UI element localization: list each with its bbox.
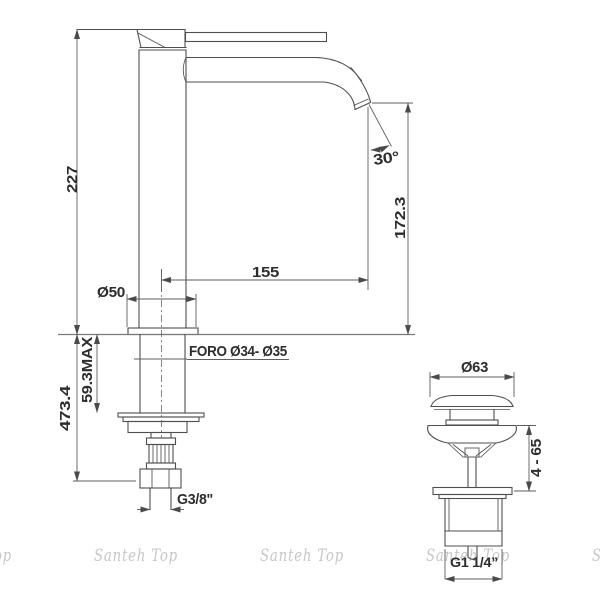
- dim-label-d50: Ø50: [97, 284, 125, 301]
- dim-label-59-3-max: 59.3MAX: [79, 337, 96, 403]
- dim-label-30deg: 30°: [372, 148, 400, 169]
- dimension-base-diameter: Ø50: [97, 284, 197, 327]
- dim-label-155: 155: [252, 264, 279, 281]
- watermark-row: Santeh Top Santeh Top Santeh Top Santeh …: [0, 546, 600, 566]
- watermark-text: Santeh Top: [592, 546, 600, 566]
- watermark-text: Santeh Top: [0, 546, 12, 566]
- watermark-text: Santeh Top: [260, 546, 344, 566]
- dimension-overall-473: 473.4: [57, 334, 136, 482]
- spout-aerator-face: [354, 101, 372, 111]
- faucet-tailpiece: [117, 270, 205, 511]
- faucet-lever-handle: [184, 31, 328, 43]
- dimension-spout-reach: 155: [161, 107, 369, 292]
- faucet-dimensions: 227 473.4 59.3MAX Ø50 155: [57, 29, 413, 513]
- note-mounting-hole: FORO Ø34- Ø35: [134, 343, 289, 360]
- mounting-nut: [127, 420, 188, 434]
- dim-label-4-65: 4 - 65: [528, 439, 545, 477]
- dim-label-d63: Ø63: [461, 359, 488, 376]
- drain-neck: [445, 408, 499, 426]
- dim-label-227: 227: [64, 166, 81, 193]
- drain-cap: [430, 394, 514, 410]
- faucet-body: [127, 49, 199, 336]
- faucet-base-flange: [127, 327, 199, 336]
- watermark-text: Santeh Top: [94, 546, 178, 566]
- dim-label-g38: G3/8": [177, 491, 213, 508]
- dimension-outlet-height: 172.3: [372, 102, 413, 335]
- dim-label-172-3: 172.3: [392, 197, 409, 239]
- dim-label-foro: FORO Ø34- Ø35: [189, 343, 287, 360]
- faucet-spout: [182, 56, 372, 111]
- drain-seal-cone: [447, 442, 497, 458]
- drain-seat: [427, 424, 517, 458]
- dimension-outlet-thread: G1 1/4”: [444, 549, 503, 582]
- dim-label-g114: G1 1/4”: [450, 554, 498, 570]
- dim-label-473: 473.4: [57, 385, 74, 431]
- faucet-outline: [58, 28, 415, 511]
- faucet-handle-cap: [76, 28, 187, 51]
- drain-dimensions: Ø63 4 - 65 G1 1/4”: [429, 359, 545, 582]
- dimension-cap-diameter: Ø63: [429, 359, 515, 397]
- inlet-hex-nut: [139, 468, 182, 489]
- mounting-washer: [117, 412, 205, 418]
- drain-flange: [432, 486, 513, 500]
- dimension-inlet-thread: G3/8": [137, 491, 213, 513]
- dimension-deck-thickness: 59.3MAX: [79, 334, 100, 413]
- drain-body: [444, 497, 503, 560]
- drain-stem: [467, 456, 477, 489]
- drain-outline: [427, 394, 517, 560]
- dimension-height-227: 227: [64, 29, 81, 335]
- dimension-clamping-range: 4 - 65: [514, 425, 545, 492]
- dimension-spout-angle: 30°: [368, 104, 401, 169]
